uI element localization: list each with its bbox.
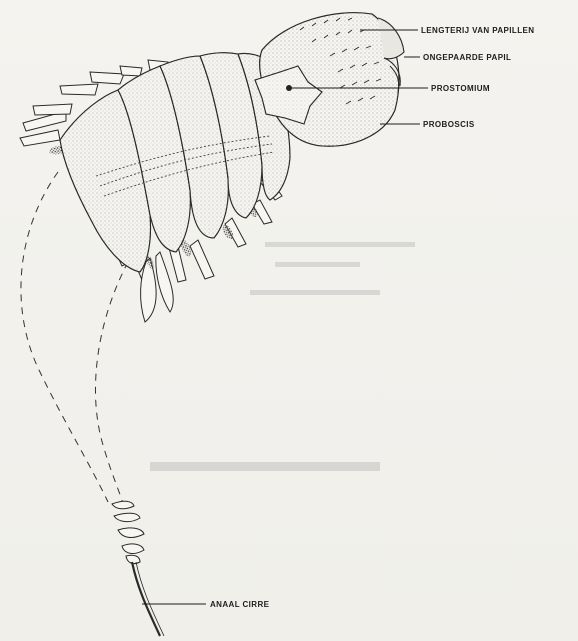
label-lengterij-van-papillen: LENGTERIJ VAN PAPILLEN xyxy=(421,26,534,35)
label-ongepaarde-papil: ONGEPAARDE PAPIL xyxy=(423,53,511,62)
anal-cirrus xyxy=(112,501,164,636)
label-anaal-cirre: ANAAL CIRRE xyxy=(210,600,270,609)
label-prostomium: PROSTOMIUM xyxy=(431,84,490,93)
label-proboscis: PROBOSCIS xyxy=(423,120,475,129)
